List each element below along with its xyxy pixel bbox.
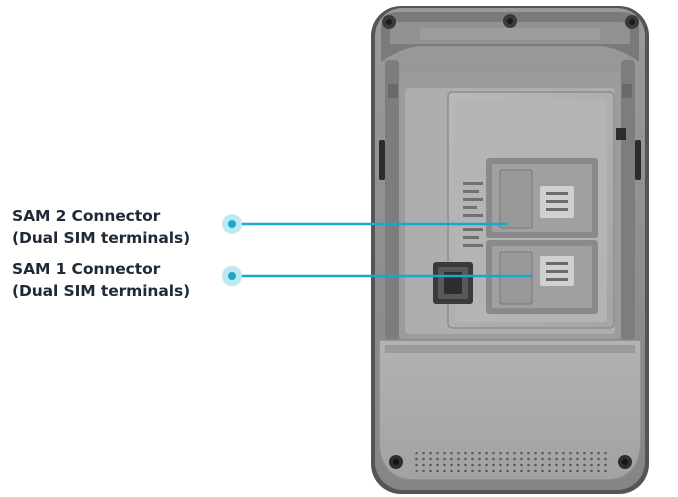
screw-bottom-right <box>618 455 632 469</box>
sam2-connector-subtitle: (Dual SIM terminals) <box>12 229 191 247</box>
sam2-leader <box>222 214 508 234</box>
pcb-markings <box>463 182 483 247</box>
screw-top-left <box>382 15 396 29</box>
sam1-connector <box>486 240 598 314</box>
top-bumper <box>381 12 639 62</box>
battery-cover <box>378 339 642 481</box>
sam1-connector-label: SAM 1 Connector (Dual SIM terminals) <box>12 258 190 302</box>
sam1-connector-subtitle: (Dual SIM terminals) <box>12 282 191 300</box>
speaker-grill <box>414 452 610 472</box>
side-connector <box>433 262 473 304</box>
sam2-connector <box>486 158 598 238</box>
sam2-connector-title: SAM 2 Connector <box>12 207 161 225</box>
screw-top-center <box>503 14 517 28</box>
sam2-connector-label: SAM 2 Connector (Dual SIM terminals) <box>12 205 190 249</box>
sam1-leader <box>222 266 532 286</box>
sam1-connector-title: SAM 1 Connector <box>12 260 161 278</box>
screw-top-right <box>625 15 639 29</box>
screw-bottom-left <box>389 455 403 469</box>
